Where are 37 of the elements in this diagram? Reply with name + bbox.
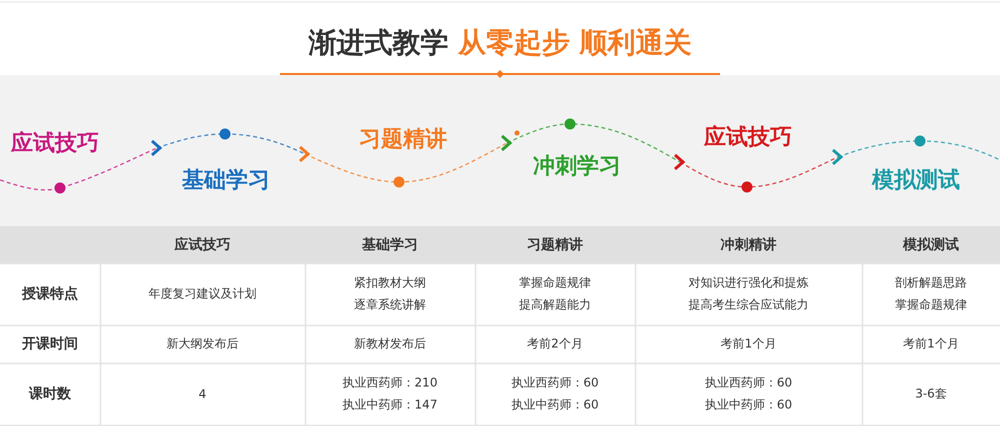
row-heading: 授课特点 xyxy=(22,285,78,303)
cell-text: 考前1个月 xyxy=(903,336,959,352)
cell-text: 对知识进行强化和提炼 xyxy=(688,274,808,292)
cell-text: 考前2个月 xyxy=(527,336,583,352)
cell-text: 执业西药师：210 xyxy=(342,374,438,392)
cell-text: 新教材发布后 xyxy=(354,336,426,352)
stage-label: 基础学习 xyxy=(182,167,270,195)
column-heading: 基础学习 xyxy=(362,236,418,254)
cell-text: 新大纲发布后 xyxy=(166,336,238,352)
cell-text: 执业西药师：60 xyxy=(704,374,792,392)
cell-text: 执业中药师：60 xyxy=(704,396,792,414)
column-heading: 模拟测试 xyxy=(903,236,959,254)
cell-text: 紧扣教材大纲 xyxy=(354,274,426,292)
cell-text: 剖析解题思路 xyxy=(895,274,967,292)
row-heading: 开课时间 xyxy=(22,335,78,353)
cell-text: 4 xyxy=(198,387,206,401)
cell-text: 年度复习建议及计划 xyxy=(148,286,256,302)
stage-label: 习题精讲 xyxy=(359,126,447,154)
column-heading: 应试技巧 xyxy=(174,236,230,254)
cell-text: 提高解题能力 xyxy=(519,296,591,314)
cell-text: 执业中药师：60 xyxy=(511,396,599,414)
stage-label: 模拟测试 xyxy=(872,167,960,195)
cell-text: 掌握命题规律 xyxy=(519,274,591,292)
stage-label: 冲刺学习 xyxy=(533,153,621,181)
cell-text: 执业中药师：147 xyxy=(342,396,438,414)
cell-text: 提高考生综合应试能力 xyxy=(688,296,808,314)
row-heading: 课时数 xyxy=(29,385,71,403)
cell-text: 执业西药师：60 xyxy=(511,374,599,392)
column-heading: 冲刺精讲 xyxy=(720,236,776,254)
cell-text: 3-6套 xyxy=(915,386,947,402)
title: 渐进式教学 从零起步 顺利通关 xyxy=(307,25,693,61)
column-heading: 习题精讲 xyxy=(527,236,583,254)
stage-label: 应试技巧 xyxy=(704,124,792,152)
cell-text: 逐章系统讲解 xyxy=(354,296,426,314)
cell-text: 掌握命题规律 xyxy=(895,296,967,314)
stage-label: 应试技巧 xyxy=(11,130,99,158)
cell-text: 考前1个月 xyxy=(720,336,776,352)
